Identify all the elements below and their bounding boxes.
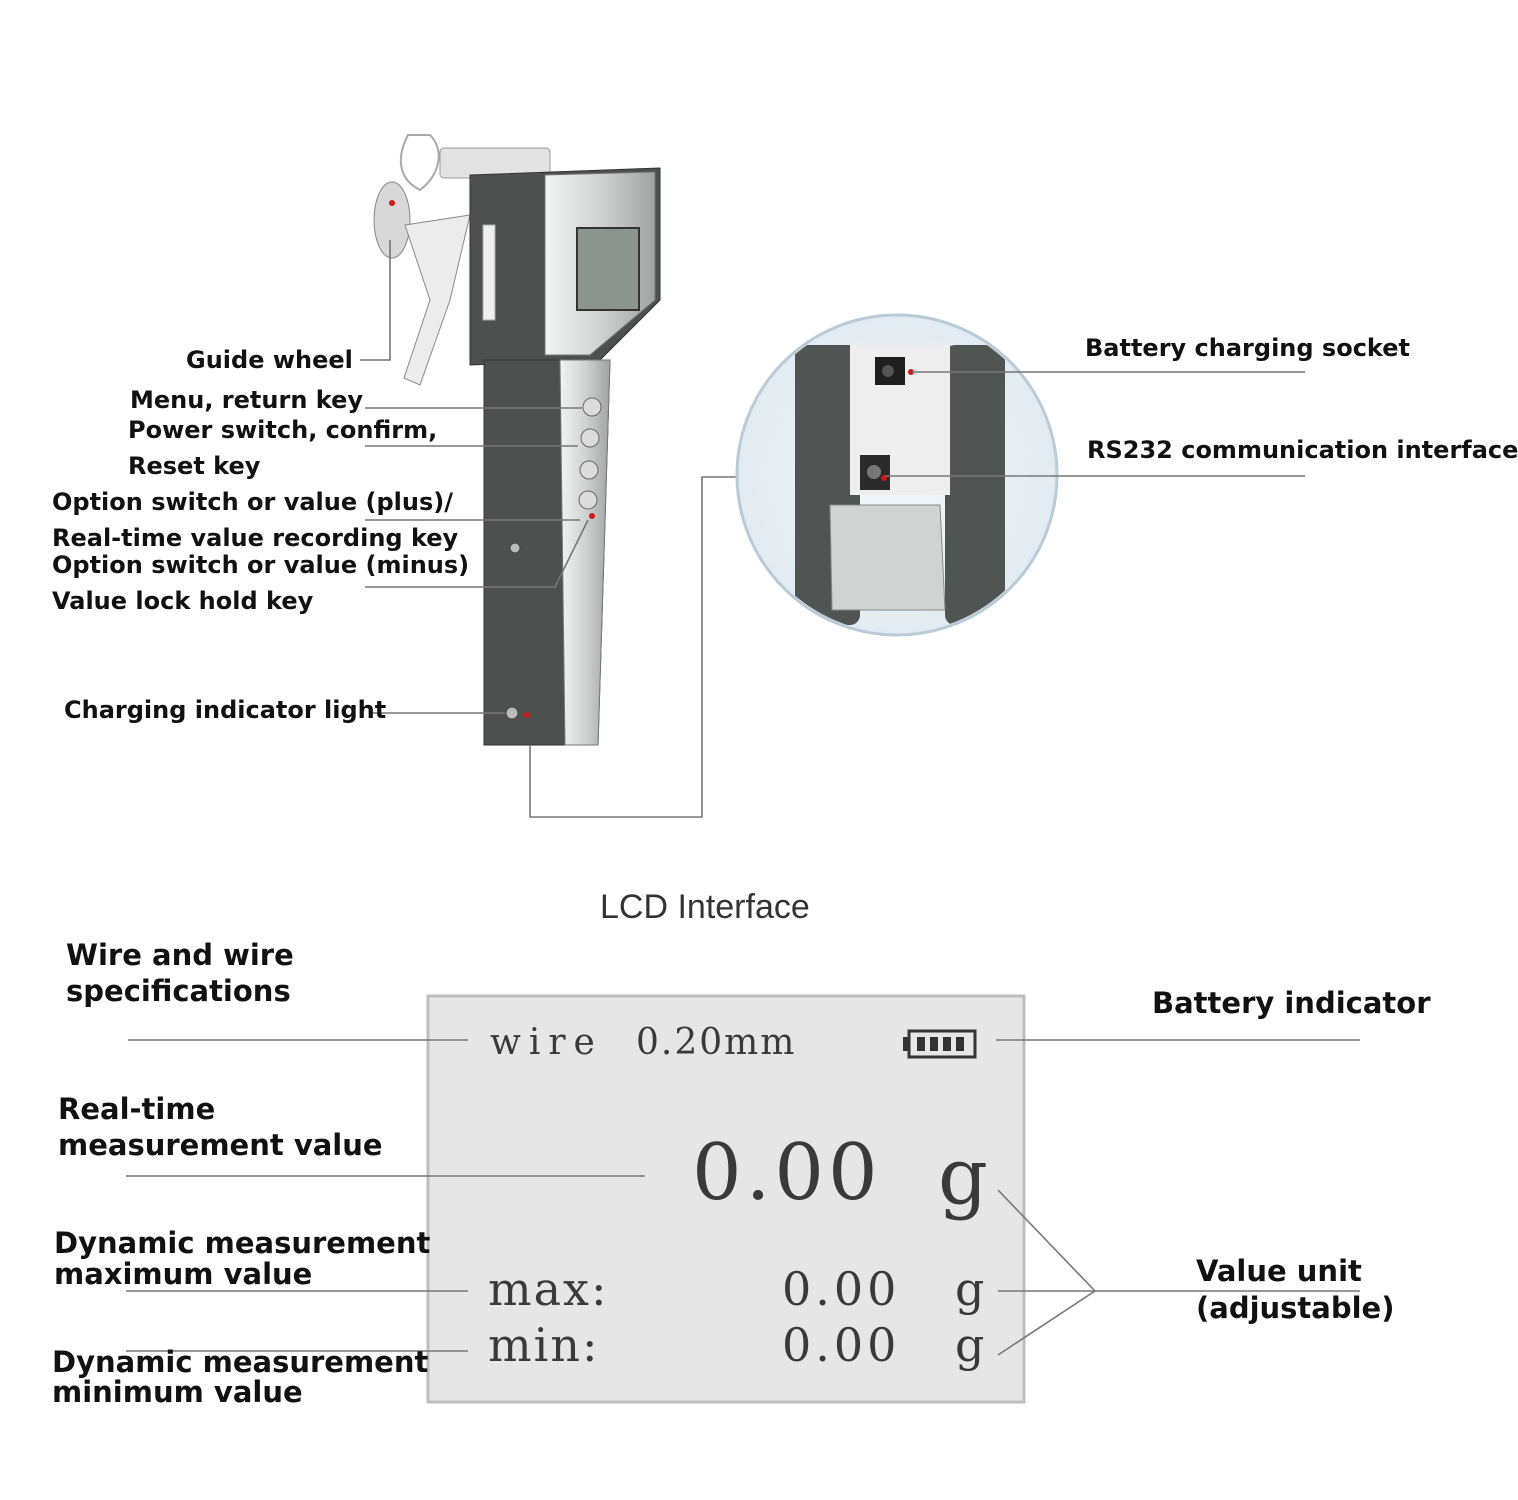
zoom-leader-lines bbox=[885, 371, 1305, 477]
device-screen bbox=[576, 227, 640, 311]
label-plate bbox=[482, 224, 496, 321]
trigger-lever bbox=[403, 214, 471, 386]
lcd-max-unit: g bbox=[955, 1262, 985, 1316]
lcd-leader-lines bbox=[126, 1039, 1360, 1356]
chain-icon bbox=[399, 134, 440, 192]
label-value-unit-line2: (adjustable) bbox=[1196, 1291, 1395, 1325]
lcd-panel bbox=[426, 994, 1026, 1404]
screw bbox=[509, 542, 521, 554]
label-charging-socket: Battery charging socket bbox=[1085, 334, 1410, 362]
power-button bbox=[580, 428, 600, 448]
lcd-wire-label: wire bbox=[490, 1022, 603, 1063]
label-realtime-line1: Real-time bbox=[58, 1092, 216, 1126]
lcd-min-value: 0.00 bbox=[782, 1318, 901, 1372]
label-value-unit-line1: Value unit bbox=[1196, 1254, 1362, 1288]
lcd-main-unit: g bbox=[938, 1132, 988, 1222]
hold-button-dot bbox=[589, 513, 595, 519]
label-wire-spec-line1: Wire and wire bbox=[66, 938, 294, 972]
lcd-main-value: 0.00 bbox=[692, 1128, 882, 1218]
menu-button bbox=[582, 397, 602, 417]
label-dyn-max-line1: Dynamic measurement bbox=[54, 1226, 431, 1260]
lcd-wire-value: 0.20mm bbox=[636, 1022, 797, 1063]
lcd-max-value: 0.00 bbox=[782, 1262, 901, 1316]
label-option-minus: Option switch or value (minus) bbox=[52, 551, 470, 579]
label-wire-spec-line2: specifications bbox=[66, 974, 291, 1008]
label-value-lock: Value lock hold key bbox=[52, 587, 314, 615]
label-power-switch: Power switch, confirm, bbox=[128, 416, 438, 444]
label-rs232: RS232 communication interface bbox=[1087, 436, 1518, 464]
label-charging-light: Charging indicator light bbox=[64, 696, 387, 724]
section-title: LCD Interface bbox=[600, 888, 810, 926]
label-dyn-min-line1: Dynamic measurement bbox=[52, 1345, 429, 1379]
battery-icon bbox=[903, 1029, 977, 1059]
label-dyn-min-line2: minimum value bbox=[52, 1375, 303, 1409]
label-option-plus: Option switch or value (plus)/ bbox=[52, 488, 453, 516]
lcd-min-unit: g bbox=[955, 1318, 985, 1372]
plus-button bbox=[579, 460, 599, 480]
label-battery-indicator: Battery indicator bbox=[1152, 986, 1431, 1020]
label-guide-wheel: Guide wheel bbox=[186, 346, 353, 374]
guide-wheel bbox=[373, 181, 411, 259]
charging-light bbox=[505, 706, 519, 720]
label-dyn-max-line2: maximum value bbox=[54, 1257, 313, 1291]
zoom-detail-circle bbox=[735, 313, 1059, 637]
handle-silver-strip bbox=[559, 359, 611, 746]
device-leader-lines bbox=[360, 240, 740, 818]
lcd-max-label: max: bbox=[488, 1262, 609, 1316]
label-realtime-line2: measurement value bbox=[58, 1128, 383, 1162]
minus-button bbox=[578, 490, 598, 510]
tension-meter-device bbox=[373, 134, 661, 746]
label-menu-return: Menu, return key bbox=[130, 386, 363, 414]
lcd-min-label: min: bbox=[488, 1318, 600, 1372]
label-reset-key: Reset key bbox=[128, 452, 261, 480]
label-realtime-record: Real-time value recording key bbox=[52, 524, 459, 552]
